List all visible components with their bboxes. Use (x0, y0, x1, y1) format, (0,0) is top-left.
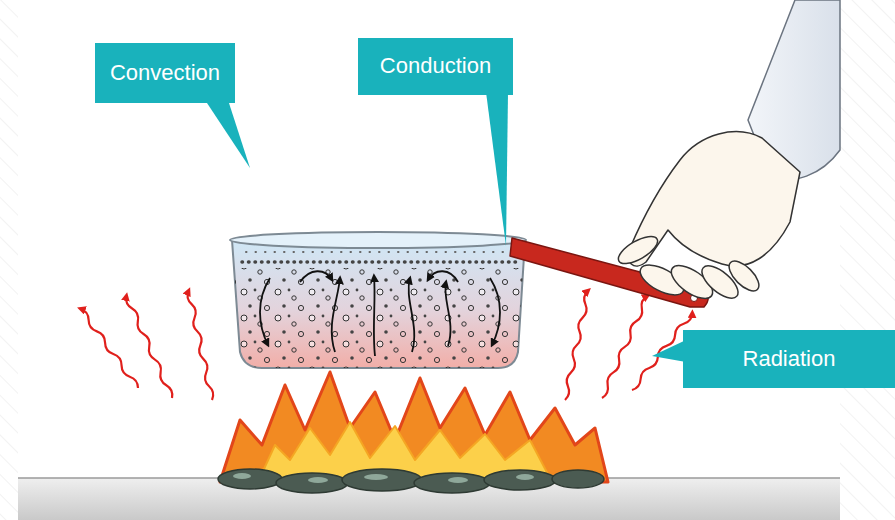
callout-pointer (486, 92, 508, 246)
callout-pointers (205, 92, 686, 362)
water-bubbles (230, 268, 530, 368)
surface-bubbles (246, 251, 512, 253)
callout-label: Radiation (743, 346, 836, 372)
pot-rim (230, 232, 526, 248)
radiation-wave (563, 290, 591, 401)
radiation-wave (78, 307, 140, 389)
callout-box: Convection (95, 43, 235, 103)
radiation-wave (600, 295, 650, 399)
callout-label: Convection (110, 60, 220, 86)
convection-arrows (260, 271, 500, 356)
radiation-wave (186, 290, 214, 401)
coals (218, 469, 604, 493)
flame-outer (220, 372, 608, 482)
picture-background (18, 0, 840, 520)
callout-pointer (205, 100, 250, 168)
pot (230, 232, 530, 368)
callout-box: Conduction (358, 38, 513, 95)
fire-flames (220, 372, 608, 482)
surface-bubbles (242, 260, 516, 264)
hand (614, 0, 840, 305)
callout-pointer (652, 340, 686, 362)
radiation-wave (124, 295, 174, 399)
callout-label: Conduction (380, 53, 491, 79)
callout-box: Radiation (683, 330, 895, 388)
